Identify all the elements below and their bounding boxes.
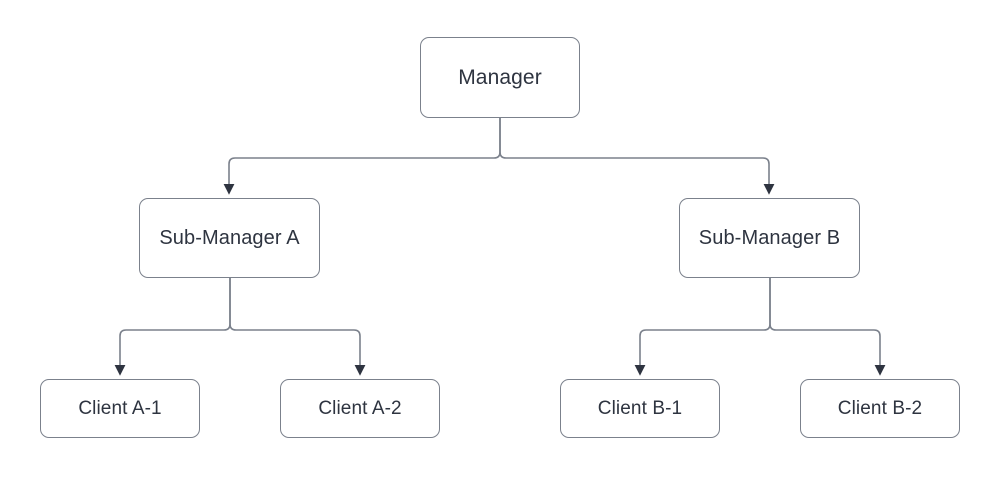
node-client-a1-label: Client A-1 [78,398,162,419]
node-sub-manager-a-label: Sub-Manager A [159,227,300,249]
node-manager-label: Manager [458,66,542,89]
node-client-b2-label: Client B-2 [837,398,923,419]
node-client-b1[interactable]: Client B-1 [560,379,720,438]
node-client-a2-label: Client A-2 [318,398,402,419]
edge-sub-a-to-client-a1 [114,278,231,376]
edge-sub-a-to-client-a2 [229,278,366,376]
node-manager[interactable]: Manager [420,37,580,118]
node-sub-manager-a[interactable]: Sub-Manager A [139,198,320,278]
node-client-a2[interactable]: Client A-2 [280,379,440,438]
edge-sub-b-to-client-b2 [769,278,886,376]
edge-sub-b-to-client-b1 [634,278,771,376]
node-sub-manager-b-label: Sub-Manager B [698,227,841,249]
node-client-b1-label: Client B-1 [597,398,683,419]
node-sub-manager-b[interactable]: Sub-Manager B [679,198,860,278]
node-client-a1[interactable]: Client A-1 [40,379,200,438]
edge-manager-to-sub-a [223,118,501,195]
node-client-b2[interactable]: Client B-2 [800,379,960,438]
edge-manager-to-sub-b [499,118,775,195]
